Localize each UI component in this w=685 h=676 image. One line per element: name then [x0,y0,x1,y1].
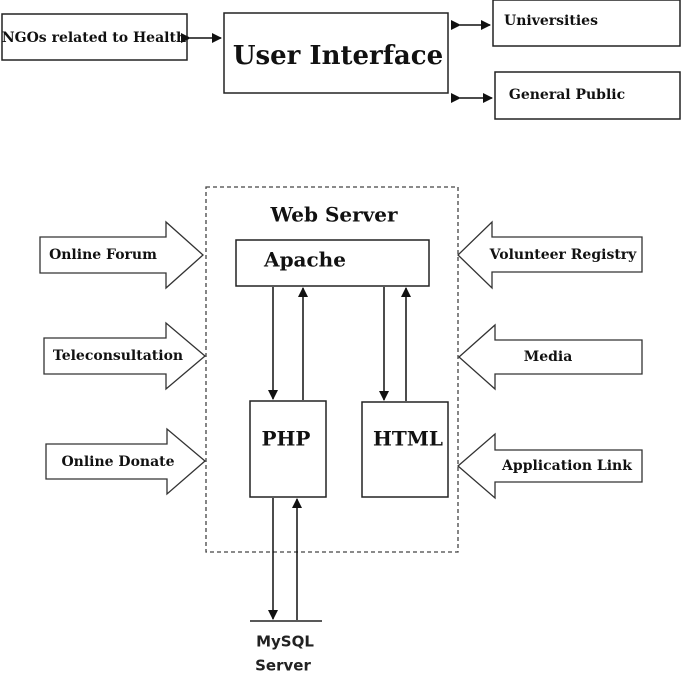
application-link-label: Application Link [501,458,632,474]
online-forum-arrow: Online Forum [39,220,204,290]
general-public-label: General Public [509,87,625,103]
php-box: PHP [249,400,327,498]
universities-box: Universities [492,0,681,47]
teleconsultation-label: Teleconsultation [53,348,183,364]
html-label: HTML [373,427,443,451]
ngos-label: NGOs related to Health [2,30,186,46]
php-label: PHP [262,427,311,451]
online-forum-label: Online Forum [49,247,157,263]
universities-label: Universities [504,13,598,29]
apache-box: Apache [235,239,430,287]
web-server-title: Web Server [269,203,398,227]
user-interface-box: User Interface [223,12,449,94]
media-label: Media [524,349,573,365]
general-public-box: General Public [494,71,681,120]
online-donate-arrow: Online Donate [45,427,207,496]
online-donate-label: Online Donate [61,454,174,470]
media-arrow: Media [458,323,643,391]
volunteer-registry-label: Volunteer Registry [489,247,637,263]
web-server-boundary [205,186,459,553]
application-link-arrow: Application Link [457,432,643,500]
server-label: Server [255,657,311,675]
html-box: HTML [361,401,449,498]
user-interface-label: User Interface [233,41,443,71]
ngos-box: NGOs related to Health [1,13,188,61]
teleconsultation-arrow: Teleconsultation [43,321,207,391]
volunteer-registry-arrow: Volunteer Registry [457,220,643,290]
apache-label: Apache [263,248,346,272]
mysql-label: MySQL [256,633,314,651]
